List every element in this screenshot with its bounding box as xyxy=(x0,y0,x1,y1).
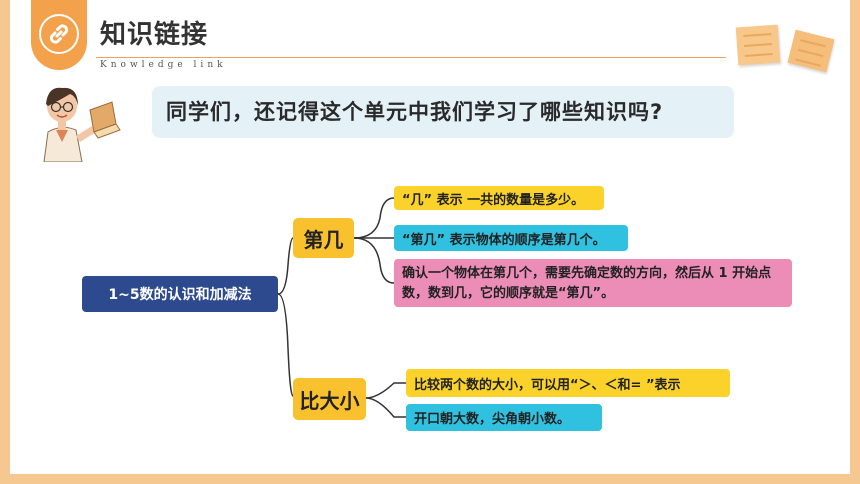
mindmap-connectors xyxy=(277,197,406,418)
link-icon xyxy=(49,24,69,44)
link-badge xyxy=(31,0,87,70)
teacher-illustration xyxy=(43,87,121,162)
title-underline xyxy=(96,57,726,58)
prompt-bubble: 同学们，还记得这个单元中我们学习了哪些知识吗? xyxy=(152,86,734,138)
mindmap-root: 1~5数的认识和加减法 xyxy=(82,276,278,312)
leaf-counting-method: 确认一个物体在第几个，需要先确定数的方向，然后从 1 开始点数，数到几，它的顺序… xyxy=(394,259,792,307)
page-subtitle: Knowledge link xyxy=(100,60,227,70)
branch-compare: 比大小 xyxy=(293,378,366,420)
leaf-order-meaning: “第几” 表示物体的顺序是第几个。 xyxy=(394,225,628,251)
leaf-compare-rule: 开口朝大数，尖角朝小数。 xyxy=(406,404,602,431)
slide: 知识链接 Knowledge link 同学们，还记得这个单元中我们学习了哪些知… xyxy=(10,0,850,474)
leaf-compare-symbols: 比较两个数的大小，可以用“＞、＜和= ”表示 xyxy=(406,369,730,397)
leaf-count-meaning: “几” 表示 一共的数量是多少。 xyxy=(394,186,604,210)
page-title: 知识链接 xyxy=(100,20,209,50)
branch-ordinal: 第几 xyxy=(293,218,354,258)
